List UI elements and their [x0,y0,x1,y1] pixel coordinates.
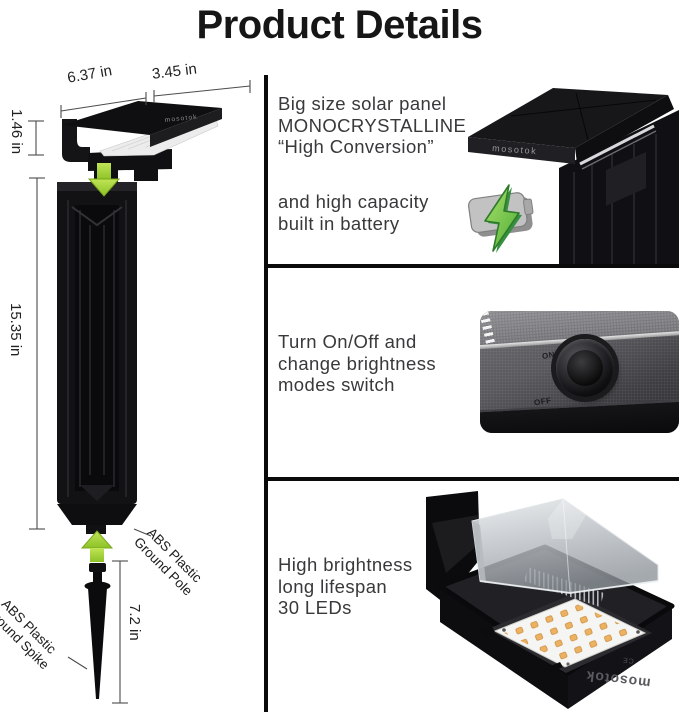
switch-photo: ON OFF [480,311,679,433]
ground-spike-drawing [84,563,111,699]
knob-dome [567,350,603,386]
mode-switch-knob [556,339,614,397]
photo-head: mosotok [468,88,674,170]
brand-text-head: mosotok [164,114,198,124]
dim-spike-height: 7.2 in [126,604,143,641]
clear-cover [471,498,659,595]
horizontal-divider-2 [264,477,679,481]
arrow-up-icon [80,530,114,562]
dimension-lines [28,80,251,704]
battery-text: and high capacity built in battery [278,191,429,234]
switch-off-label: OFF [533,395,553,408]
leds-text: High brightness long lifespan 30 LEDs [278,554,413,618]
solar-panel-photo: mosotok [467,88,679,265]
led-board [482,598,647,672]
switch-text: Turn On/Off and change brightness modes … [278,331,436,395]
arrow-down-icon [87,163,121,197]
vertical-divider [264,75,268,712]
dim-pole-height: 15.35 in [7,303,24,357]
lamp-line-drawing: mosotok [28,80,251,704]
brand-text-led-photo: mosotok [585,668,652,692]
switch-on-label: ON [541,350,556,361]
photo-pole [559,110,679,265]
horizontal-divider-1 [264,264,679,268]
photo-back-face [432,515,480,573]
dimension-diagram: mosotok [0,55,268,712]
panel-solar: Big size solar panel MONOCRYSTALLINE “Hi… [268,60,679,265]
cert-marks-text: CE [622,656,635,664]
battery-bolt-icon [467,184,534,253]
ground-pole-drawing [57,182,137,534]
dim-head-height: 1.46 in [8,109,25,155]
switch-photo-gloss-band [480,399,679,433]
page-title: Product Details [196,3,483,47]
lamp-head-drawing: mosotok [62,101,222,183]
brand-text-photo: mosotok [492,143,538,156]
solar-text: Big size solar panel MONOCRYSTALLINE “Hi… [278,93,467,157]
led-panel-photo: mosotok CE [426,491,675,709]
panel-switch: Turn On/Off and change brightness modes … [268,269,679,477]
panel-leds: High brightness long lifespan 30 LEDs [268,481,679,712]
